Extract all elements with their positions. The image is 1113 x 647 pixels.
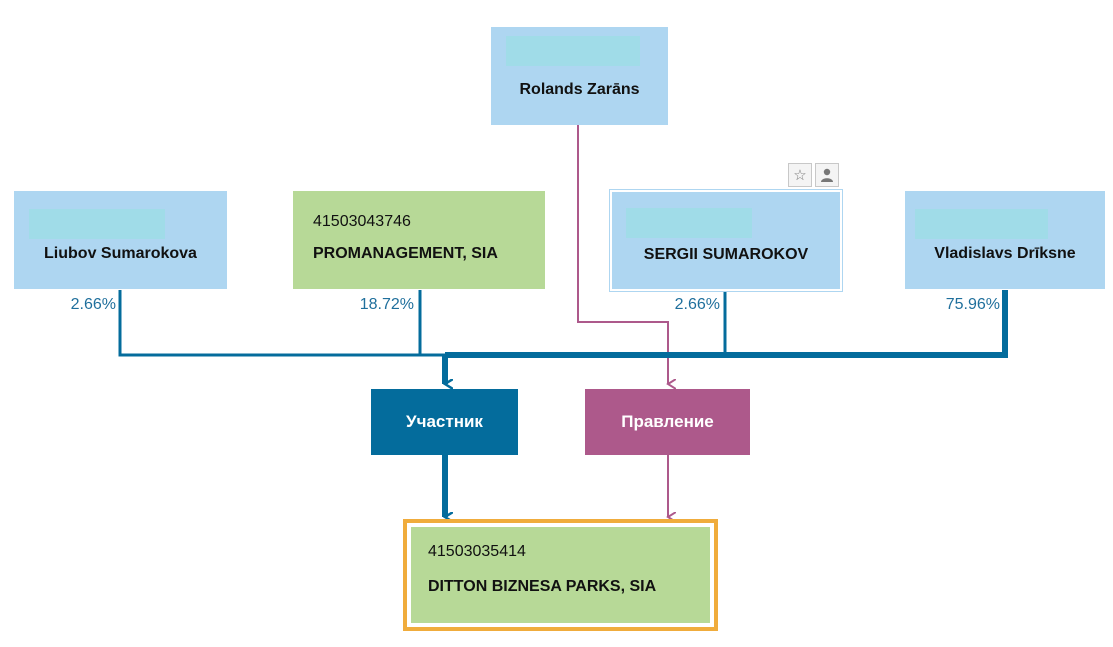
node-name: Rolands Zarāns (519, 81, 640, 98)
redacted-id (626, 208, 752, 238)
node-promanagement[interactable]: 41503043746 PROMANAGEMENT, SIA (293, 191, 545, 289)
node-vladislavs-driksne[interactable]: Vladislavs Drīksne (905, 191, 1105, 289)
company-code: 41503043746 (313, 213, 411, 230)
redacted-id (915, 209, 1048, 239)
node-ditton-biznesa-parks[interactable]: 41503035414 DITTON BIZNESA PARKS, SIA (403, 519, 718, 631)
node-name: SERGII SUMAROKOV (643, 246, 809, 263)
member-link-vladislavs (445, 290, 1008, 358)
node-sergii-sumarokov[interactable]: SERGII SUMAROKOV (609, 189, 843, 292)
redacted-id (506, 36, 640, 66)
company-name: PROMANAGEMENT, SIA (313, 245, 498, 262)
share-promanagement: 18.72% (359, 296, 414, 313)
role-member-box: Участник (371, 389, 518, 455)
node-liubov-sumarokova[interactable]: Liubov Sumarokova (14, 191, 227, 289)
node-rolands-zarans[interactable]: Rolands Zarāns (491, 27, 668, 125)
star-icon[interactable]: ☆ (788, 163, 812, 187)
node-name: Liubov Sumarokova (44, 245, 197, 262)
node-name: Vladislavs Drīksne (934, 245, 1076, 262)
company-code: 41503035414 (428, 543, 526, 560)
share-vladislavs: 75.96% (945, 296, 1000, 313)
company-name: DITTON BIZNESA PARKS, SIA (428, 578, 657, 595)
share-sergii: 2.66% (674, 296, 720, 313)
ditton-inner: 41503035414 DITTON BIZNESA PARKS, SIA (411, 527, 710, 623)
role-board-box: Правление (585, 389, 750, 455)
person-icon[interactable] (815, 163, 839, 187)
member-link-liubov (118, 290, 445, 357)
share-liubov: 2.66% (70, 296, 116, 313)
redacted-id (29, 209, 165, 239)
